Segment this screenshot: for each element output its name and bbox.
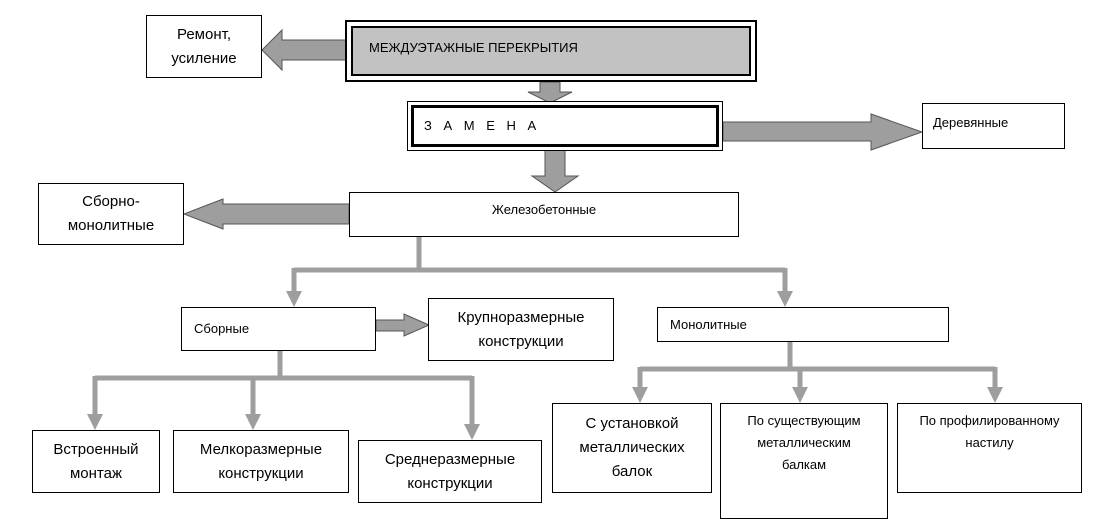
arrow-precast-to-large-panel	[375, 313, 431, 337]
arrowhead-to-metal-beams-new	[632, 387, 648, 403]
arrow-replacement-to-wooden	[722, 113, 924, 151]
node-built-in-label: Встроенный монтаж	[53, 440, 139, 482]
node-monolithic: Монолитные	[657, 307, 949, 342]
node-precast-monolithic-label: Сборно- монолитные	[67, 193, 155, 234]
arrowhead-to-built-in	[87, 414, 103, 430]
arrowhead-to-small-size	[245, 414, 261, 430]
branch-concrete	[291, 236, 788, 292]
node-precast-monolithic: Сборно- монолитные	[38, 183, 184, 245]
arrow-title-to-replacement	[527, 81, 573, 104]
arrowhead-to-profiled-deck	[987, 387, 1003, 403]
node-replacement-label: З А М Е Н А	[411, 105, 719, 147]
node-precast: Сборные	[181, 307, 376, 351]
node-medium-size: Среднеразмерные конструкции	[358, 440, 542, 503]
node-metal-beams-new-label: С установкой металлических балок	[579, 415, 685, 480]
node-large-panel: Крупноразмерные конструкции	[428, 298, 614, 361]
node-precast-label: Сборные	[194, 321, 250, 336]
node-medium-size-label: Среднеразмерные конструкции	[384, 450, 516, 492]
branch-monolithic	[637, 342, 998, 388]
arrowhead-to-monolithic	[777, 291, 793, 307]
arrowhead-to-precast	[286, 291, 302, 307]
arrowhead-to-metal-beams-existing	[792, 387, 808, 403]
arrowhead-to-medium-size	[464, 424, 480, 440]
node-reinforced-concrete-label: Железобетонные	[491, 202, 597, 217]
node-profiled-deck: По профилированному настилу	[897, 403, 1082, 493]
node-wooden-label: Деревянные	[933, 115, 1009, 130]
node-floor-slabs: МЕЖДУЭТАЖНЫЕ ПЕРЕКРЫТИЯ	[345, 20, 757, 82]
node-replacement: З А М Е Н А	[407, 101, 723, 151]
node-monolithic-label: Монолитные	[670, 316, 747, 332]
node-metal-beams-existing-label: По существующим металлическим балкам	[747, 413, 861, 472]
node-large-panel-label: Крупноразмерные конструкции	[457, 308, 585, 350]
node-small-size: Мелкоразмерные конструкции	[173, 430, 349, 493]
node-repair: Ремонт, усиление	[146, 15, 262, 78]
arrow-concrete-to-precast-monolithic	[182, 198, 350, 230]
branch-precast	[92, 350, 475, 425]
node-metal-beams-existing: По существующим металлическим балкам	[720, 403, 888, 519]
node-profiled-deck-label: По профилированному настилу	[919, 413, 1060, 450]
node-metal-beams-new: С установкой металлических балок	[552, 403, 712, 493]
node-repair-label: Ремонт, усиление	[171, 25, 237, 67]
node-built-in: Встроенный монтаж	[32, 430, 160, 493]
node-wooden: Деревянные	[922, 103, 1065, 149]
node-reinforced-concrete: Железобетонные	[349, 192, 739, 237]
arrow-replacement-to-concrete	[530, 149, 580, 193]
node-small-size-label: Мелкоразмерные конструкции	[199, 440, 323, 482]
node-floor-slabs-label: МЕЖДУЭТАЖНЫЕ ПЕРЕКРЫТИЯ	[351, 26, 751, 76]
arrow-title-to-repair	[261, 28, 349, 72]
